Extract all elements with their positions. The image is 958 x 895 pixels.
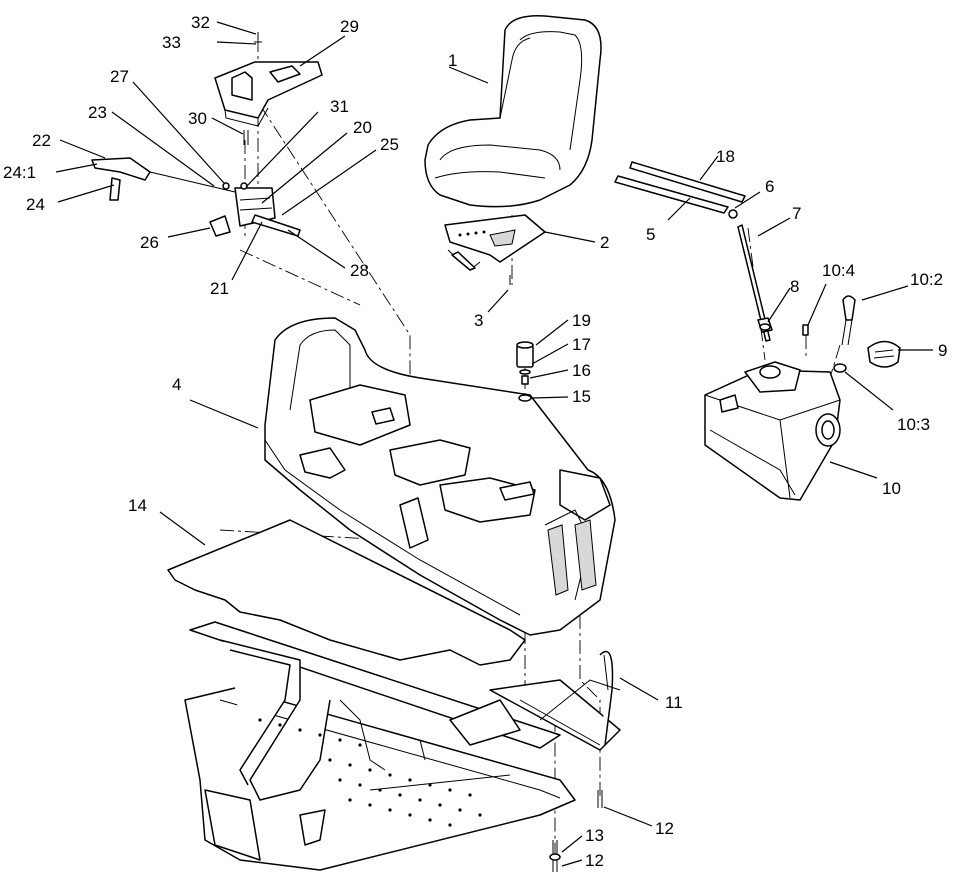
callout-16: 15: [572, 387, 591, 406]
part-seat-pad: [167, 519, 526, 666]
callout-11: 11: [665, 693, 683, 712]
part-fuel-tank: [704, 361, 841, 501]
callout-14: 18: [716, 147, 735, 166]
callout-12-upper: 12: [655, 819, 674, 838]
part-spacer-stack: [516, 341, 534, 402]
callout-labels: 32 33 29 27 23 30 31 20 25 22 24:1 24 26…: [3, 13, 947, 870]
callout-24-1: 24:1: [3, 163, 36, 182]
callout-6: 6: [765, 177, 774, 196]
callout-24: 24: [26, 195, 45, 214]
callout-9: 9: [938, 341, 947, 360]
part-rods: [614, 161, 773, 342]
callout-21: 21: [210, 279, 229, 298]
callout-17: 16: [572, 361, 591, 380]
callout-33: 33: [162, 33, 181, 52]
callout-25: 26: [140, 233, 159, 252]
callout-30: 30: [188, 109, 207, 128]
part-seat-plate: [444, 214, 546, 285]
callout-8: 8: [790, 277, 799, 296]
callout-29: 29: [340, 17, 359, 36]
part-frame: [184, 621, 621, 872]
callout-4: 4: [172, 375, 181, 394]
part-control-lever-assembly: [91, 32, 301, 237]
callout-3: 3: [474, 311, 483, 330]
callout-31: 32: [191, 13, 210, 32]
callout-18: 17: [572, 335, 591, 354]
callout-28: 28: [350, 261, 369, 280]
callout-22: 22: [32, 131, 51, 150]
callout-13: 13: [585, 826, 604, 845]
callout-10: 10: [882, 479, 901, 498]
callout-32: 31: [330, 97, 349, 116]
callout-26: 25: [380, 135, 399, 154]
callout-5: 5: [646, 225, 655, 244]
callout-7: 7: [792, 204, 801, 223]
callout-10-4: 10:4: [822, 261, 855, 280]
callout-19: 14: [128, 496, 147, 515]
part-fuel-fittings: [759, 295, 901, 373]
leader-lines: [55, 21, 933, 867]
callout-15: 19: [572, 311, 591, 330]
part-seat: [424, 15, 602, 208]
callout-20: 20: [353, 118, 372, 137]
frame-hole-pattern: [258, 718, 482, 827]
callout-12-lower: 12: [585, 851, 604, 870]
callout-1: 1: [448, 51, 457, 70]
callout-2: 2: [600, 233, 609, 252]
part-control-cover: [214, 61, 323, 127]
callout-27: 27: [110, 67, 129, 86]
callout-10-2: 10:2: [910, 270, 943, 289]
callout-23: 23: [88, 103, 107, 122]
callout-10-3: 10:3: [897, 415, 930, 434]
